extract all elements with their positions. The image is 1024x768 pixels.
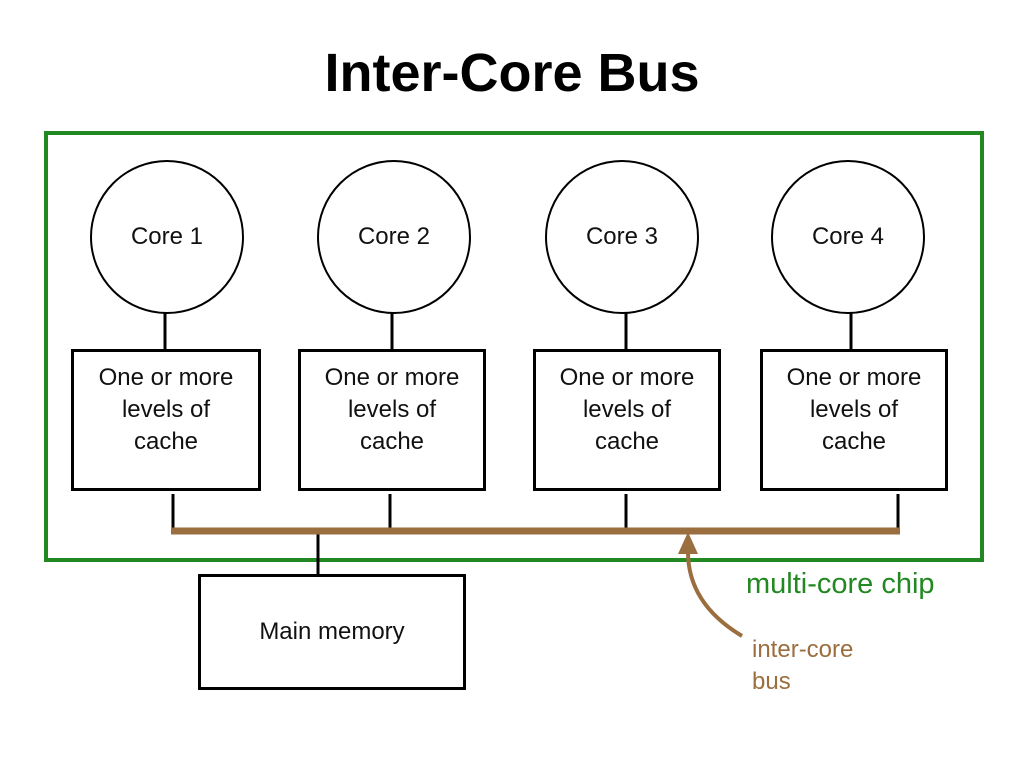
multi-core-chip-label: multi-core chip [746, 568, 935, 600]
inter-core-bus-label: inter-core bus [752, 636, 854, 695]
core-4-cache-box: One or more levels of cache [760, 349, 948, 491]
core-3-cache-box: One or more levels of cache [533, 349, 721, 491]
bus-label-arrow [686, 551, 744, 638]
page-title: Inter-Core Bus [324, 43, 700, 103]
bus-label-arrowhead [678, 532, 698, 554]
core-3-circle: Core 3 [545, 160, 699, 314]
core-2-cache-box: One or more levels of cache [298, 349, 486, 491]
core-2-circle: Core 2 [317, 160, 471, 314]
core-4-circle: Core 4 [771, 160, 925, 314]
core-1-circle: Core 1 [90, 160, 244, 314]
multi-core-chip-box [44, 131, 984, 562]
main-memory-box: Main memory [198, 574, 466, 690]
core-1-cache-box: One or more levels of cache [71, 349, 261, 491]
